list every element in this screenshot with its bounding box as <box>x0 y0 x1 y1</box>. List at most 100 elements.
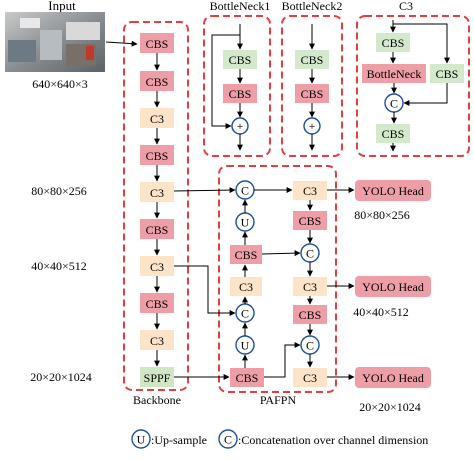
neck-c3-out-p5: C3 <box>293 368 327 387</box>
neck-cbs-3: CBS <box>293 211 327 230</box>
svg-text:C3: C3 <box>150 186 164 200</box>
svg-text:C: C <box>390 97 398 111</box>
c3-module-cbs-top: CBS <box>376 33 410 52</box>
backbone-cbs-4: CBS <box>140 219 174 239</box>
svg-text:CBS: CBS <box>146 37 169 51</box>
svg-text:C3: C3 <box>303 371 317 385</box>
c3-module-title: C3 <box>399 0 413 13</box>
svg-text::Concatenation over channel di: :Concatenation over channel dimension <box>238 433 428 447</box>
neck-upsample-2: U <box>235 335 255 355</box>
bottleneck2-cbs-2: CBS <box>295 84 329 103</box>
input-image <box>5 12 105 72</box>
svg-text:CBS: CBS <box>229 53 252 67</box>
yolo-head-p4: YOLO Head <box>355 276 431 297</box>
svg-text:CBS: CBS <box>301 87 324 101</box>
neck-cbs-1: CBS <box>230 245 262 264</box>
upsample-icon <box>131 429 151 449</box>
neck-upsample-1: U <box>235 212 255 232</box>
svg-text:CBS: CBS <box>146 75 169 89</box>
concat-icon <box>218 429 238 449</box>
neck-concat-1: C <box>235 180 255 200</box>
svg-text:+: + <box>309 119 316 133</box>
svg-text:C3: C3 <box>303 184 317 198</box>
svg-text:C3: C3 <box>150 260 164 274</box>
backbone-frame <box>123 21 189 391</box>
bottleneck1-cbs-2: CBS <box>223 84 257 103</box>
output-label-p4: 40×40×512 <box>353 305 409 319</box>
neck-c3-out-p3: C3 <box>293 181 327 200</box>
svg-text:YOLO Head: YOLO Head <box>362 371 424 385</box>
scale-label-p4: 40×40×512 <box>31 259 87 273</box>
bottleneck1-add: + <box>231 117 249 135</box>
svg-text:CBS: CBS <box>382 36 405 50</box>
backbone-c3-1: C3 <box>140 108 174 128</box>
svg-text:CBS: CBS <box>236 371 259 385</box>
svg-text:C3: C3 <box>303 280 317 294</box>
svg-text:CBS: CBS <box>301 53 324 67</box>
svg-text:YOLO Head: YOLO Head <box>362 184 424 198</box>
svg-text::Up-sample: :Up-sample <box>151 433 207 447</box>
svg-text:C: C <box>241 307 249 321</box>
svg-text:CBS: CBS <box>146 297 169 311</box>
neck-cbs-4: CBS <box>293 305 327 324</box>
scale-label-p5: 20×20×1024 <box>30 370 92 384</box>
svg-text:CBS: CBS <box>382 127 405 141</box>
yolo-head-p3: YOLO Head <box>355 180 431 201</box>
c3-module-arrows <box>390 20 450 152</box>
yolo-head-p5: YOLO Head <box>355 367 431 388</box>
neck-c3-1: C3 <box>230 277 262 296</box>
svg-text:C: C <box>241 184 249 198</box>
bottleneck1-arrows <box>211 24 243 151</box>
svg-text:U: U <box>137 433 146 447</box>
svg-text:C3: C3 <box>150 112 164 126</box>
backbone-c3-4: C3 <box>140 330 174 350</box>
c3-module-concat: C <box>384 93 404 113</box>
svg-text:C3: C3 <box>150 334 164 348</box>
bottleneck2-frame <box>281 15 343 157</box>
neck-concat-2: C <box>235 303 255 323</box>
output-label-p3: 80×80×256 <box>354 208 410 222</box>
legend-upsample: U :Up-sample <box>131 429 207 449</box>
bottleneck2-cbs-1: CBS <box>295 50 329 69</box>
svg-text:YOLO Head: YOLO Head <box>362 280 424 294</box>
svg-text:CBS: CBS <box>229 87 252 101</box>
svg-text:CBS: CBS <box>146 223 169 237</box>
backbone-sppf: SPPF <box>140 367 174 387</box>
backbone-c3-3: C3 <box>140 256 174 276</box>
svg-text:C: C <box>224 433 232 447</box>
backbone-cbs-1: CBS <box>140 33 174 53</box>
svg-text:C3: C3 <box>239 280 253 294</box>
pafpn-frame <box>218 165 337 393</box>
backbone-cbs-3: CBS <box>140 145 174 165</box>
neck-c3-out-p4: C3 <box>293 277 327 296</box>
backbone-cbs-2: CBS <box>140 71 174 91</box>
input-title: Input <box>48 0 76 13</box>
output-label-p5: 20×20×1024 <box>359 400 421 414</box>
legend-concat: C :Concatenation over channel dimension <box>218 429 428 449</box>
backbone-cbs-5: CBS <box>140 293 174 313</box>
c3-module-cbs-side: CBS <box>430 64 464 83</box>
svg-text:CBS: CBS <box>146 149 169 163</box>
svg-text:U: U <box>241 216 250 230</box>
scale-label-p3: 80×80×256 <box>31 184 87 198</box>
bottleneck2-title: BottleNeck2 <box>282 0 343 13</box>
bottleneck1-title: BottleNeck1 <box>210 0 271 13</box>
input-size-label: 640×640×3 <box>32 77 88 91</box>
svg-text:+: + <box>237 119 244 133</box>
svg-text:CBS: CBS <box>235 248 258 262</box>
svg-text:BottleNeck: BottleNeck <box>367 67 422 81</box>
svg-text:SPPF: SPPF <box>144 371 171 385</box>
svg-text:CBS: CBS <box>436 67 459 81</box>
bottleneck2-add: + <box>303 117 321 135</box>
neck-cbs-2: CBS <box>230 368 264 387</box>
svg-text:CBS: CBS <box>299 308 322 322</box>
bottleneck1-cbs-1: CBS <box>223 50 257 69</box>
neck-concat-3: C <box>300 243 320 263</box>
svg-text:CBS: CBS <box>299 214 322 228</box>
svg-text:C: C <box>306 247 314 261</box>
c3-module-bottleneck: BottleNeck <box>362 64 426 83</box>
backbone-label: Backbone <box>133 393 181 407</box>
neck-arrows <box>173 187 355 380</box>
